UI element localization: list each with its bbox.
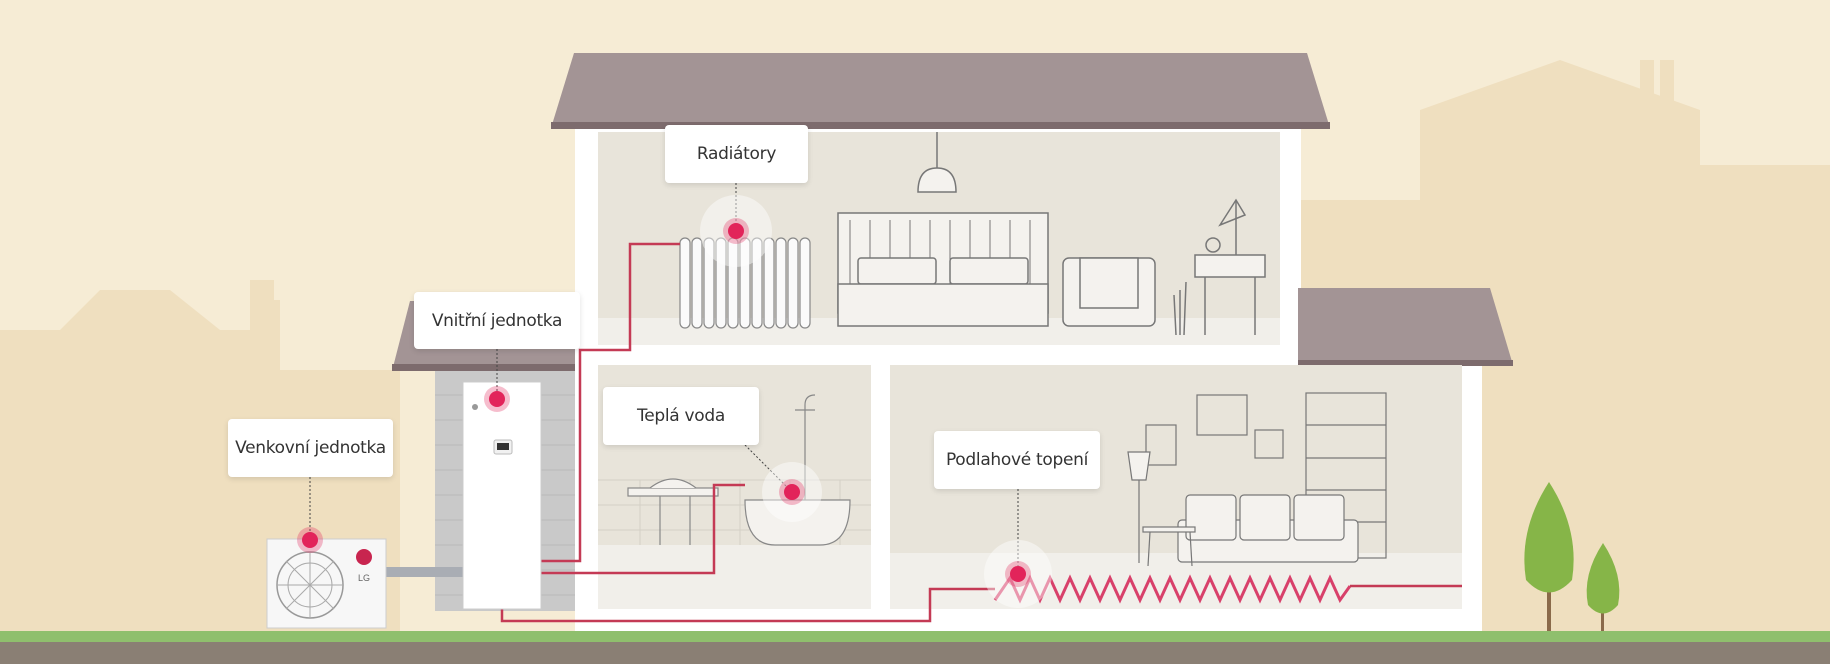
hotspot-radiators[interactable] xyxy=(700,195,772,267)
indoor-unit xyxy=(462,381,542,610)
soil xyxy=(0,642,1830,664)
floor-heating-coil xyxy=(993,574,1352,604)
label-floor-heating[interactable]: Podlahové topení xyxy=(934,431,1100,489)
label-outdoor-unit[interactable]: Venkovní jednotka xyxy=(228,419,393,477)
bathroom-fixtures xyxy=(598,394,871,546)
hotspot-indoor-unit[interactable] xyxy=(484,386,510,412)
radiator xyxy=(679,237,811,329)
hotspot-outdoor-unit[interactable] xyxy=(297,527,323,553)
hotspots xyxy=(297,195,1052,608)
lg-logo xyxy=(356,549,372,565)
heating-pipes xyxy=(500,242,1462,623)
main-roof xyxy=(551,53,1330,128)
side-roof xyxy=(1298,288,1513,365)
label-hot-water[interactable]: Teplá voda xyxy=(603,387,759,445)
bedroom-furniture xyxy=(837,132,1266,336)
label-radiators[interactable]: Radiátory xyxy=(665,125,808,183)
hotspot-hot-water[interactable] xyxy=(762,462,822,522)
trees xyxy=(1524,482,1620,632)
living-room-furniture xyxy=(1127,392,1387,567)
hotspot-floor-heating[interactable] xyxy=(984,540,1052,608)
refrigerant-pipe xyxy=(386,567,464,577)
brand-text: LG xyxy=(358,573,370,583)
label-indoor-unit[interactable]: Vnitřní jednotka xyxy=(414,292,580,349)
grass xyxy=(0,631,1830,642)
